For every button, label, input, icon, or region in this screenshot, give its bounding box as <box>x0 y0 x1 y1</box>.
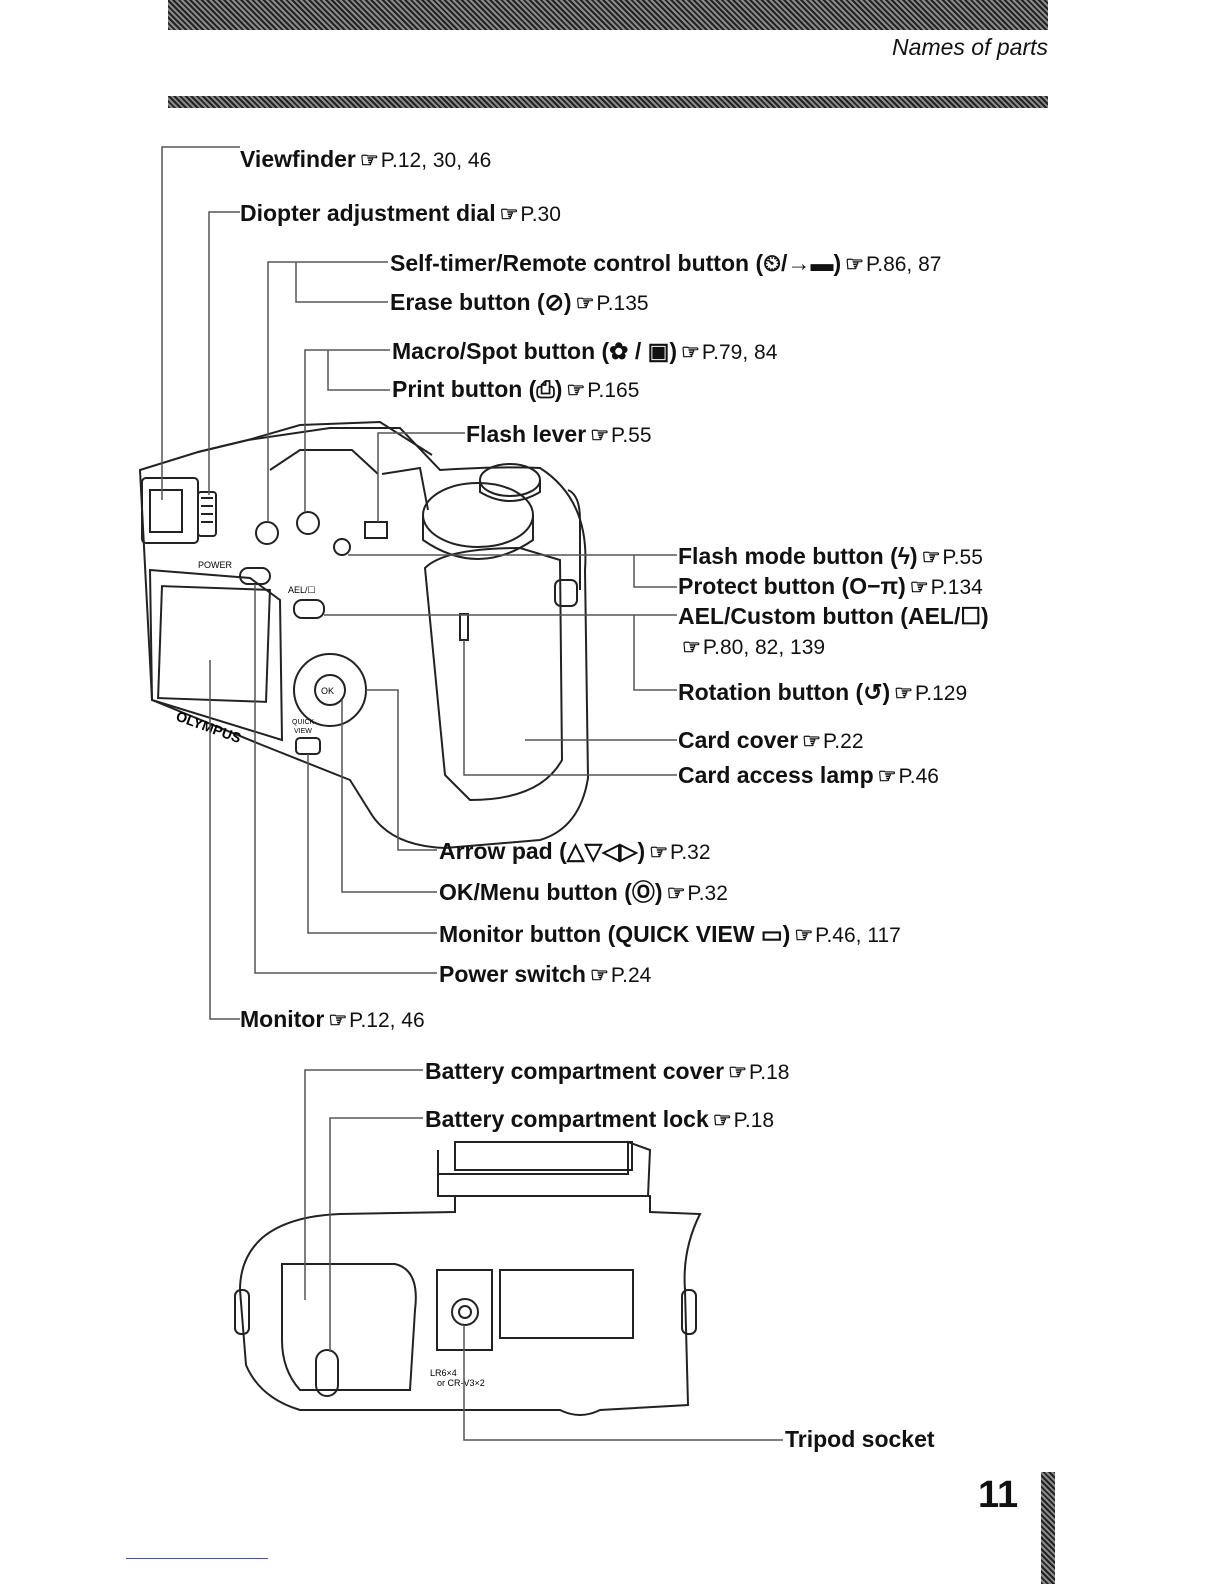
diopter-dial-shape <box>197 491 217 537</box>
leader-card-lamp <box>463 640 677 776</box>
camera-bottom-body <box>238 1195 702 1416</box>
leader-selftimer <box>267 261 388 522</box>
ael-btn <box>293 599 325 619</box>
label-print: Print button (⎙)P.165 <box>392 376 639 404</box>
ael-mark: AEL/☐ <box>288 585 316 595</box>
label-rotation: Rotation button (↺)P.129 <box>678 679 967 707</box>
leader-flash-lever <box>377 432 465 522</box>
mode-dial <box>422 482 534 548</box>
label-arrow-pad: Arrow pad (△▽◁▷)P.32 <box>439 838 711 866</box>
top-header-band <box>168 0 1048 30</box>
leader-erase <box>295 262 388 303</box>
card-cover-shape <box>423 546 564 802</box>
leader-print <box>327 350 390 391</box>
leader-protect <box>633 555 677 588</box>
label-tripod-socket: Tripod socket <box>785 1426 935 1452</box>
side-thumb-tab <box>1041 1472 1055 1584</box>
label-macro: Macro/Spot button (✿ / ▣)P.79, 84 <box>392 338 777 366</box>
battery-lock-shape <box>315 1349 339 1397</box>
brand-mark: OLYMPUS <box>174 708 243 746</box>
label-monitor: MonitorP.12, 46 <box>240 1006 425 1034</box>
page-number: 11 <box>978 1474 1019 1516</box>
ok-btn <box>314 674 346 706</box>
quick-view-btn <box>295 737 321 755</box>
monitor-frame <box>148 568 284 742</box>
section-band <box>168 96 1048 108</box>
label-ael: AEL/Custom button (AEL/☐) <box>678 603 989 629</box>
label-flash-lever: Flash leverP.55 <box>466 421 652 449</box>
label-erase: Erase button (⊘)P.135 <box>390 289 649 317</box>
leader-diopter <box>208 211 240 495</box>
label-selftimer: Self-timer/Remote control button (⏲/→▬)P… <box>390 250 941 278</box>
leader-monitor-btn <box>307 754 437 934</box>
label-protect: Protect button (O−π)P.134 <box>678 573 983 601</box>
label-monitor-button: Monitor button (QUICK VIEW ▭)P.46, 117 <box>439 921 901 949</box>
lens-barrel <box>437 1140 652 1197</box>
view-mark: VIEW <box>294 728 312 735</box>
ok-mark: OK <box>321 686 334 696</box>
label-card-cover: Card coverP.22 <box>678 727 864 755</box>
label-flash-mode: Flash mode button (ϟ)P.55 <box>678 543 983 571</box>
label-battery-lock: Battery compartment lockP.18 <box>425 1106 774 1134</box>
label-battery-cover: Battery compartment coverP.18 <box>425 1058 789 1086</box>
leader-rotation <box>633 615 677 691</box>
tripod-socket-shape <box>451 1298 479 1326</box>
label-ael-ref: P.80, 82, 139 <box>678 633 825 661</box>
leader-ok <box>341 700 437 893</box>
label-power-switch: Power switchP.24 <box>439 961 651 989</box>
footer-rule <box>126 1558 268 1559</box>
header-title: Names of parts <box>892 34 1048 60</box>
power-mark: POWER <box>198 560 233 570</box>
leader-batt-cover <box>304 1069 423 1300</box>
camera-rear-body <box>138 427 590 850</box>
macro-btn <box>296 511 320 535</box>
label-diopter: Diopter adjustment dialP.30 <box>240 200 561 228</box>
strap-eyelet <box>554 579 578 607</box>
selftimer-btn <box>255 521 279 545</box>
flash-mode-btn <box>333 538 351 556</box>
flash-lever-shape <box>364 521 388 539</box>
battery-or-mark: or CR-V3×2 <box>437 1378 485 1388</box>
leader-batt-lock <box>329 1117 423 1352</box>
quick-mark: QUICK <box>292 719 315 726</box>
label-ok-menu: OK/Menu button (Ⓞ)P.32 <box>439 879 728 907</box>
leader-viewfinder <box>161 146 240 500</box>
card-lamp-shape <box>459 613 469 641</box>
leader-power <box>254 584 437 974</box>
monitor-screen <box>157 585 271 703</box>
strap-left <box>234 1289 250 1335</box>
leader-macro <box>304 349 390 512</box>
strap-right <box>681 1289 697 1335</box>
leader-arrow-pad <box>366 689 437 851</box>
battery-lr6-mark: LR6×4 <box>430 1368 457 1378</box>
label-viewfinder: ViewfinderP.12, 30, 46 <box>240 146 491 174</box>
leader-tripod <box>463 1325 783 1441</box>
battery-cover-shape <box>281 1263 417 1391</box>
label-card-lamp: Card access lampP.46 <box>678 762 939 790</box>
leader-monitor <box>209 660 240 1020</box>
